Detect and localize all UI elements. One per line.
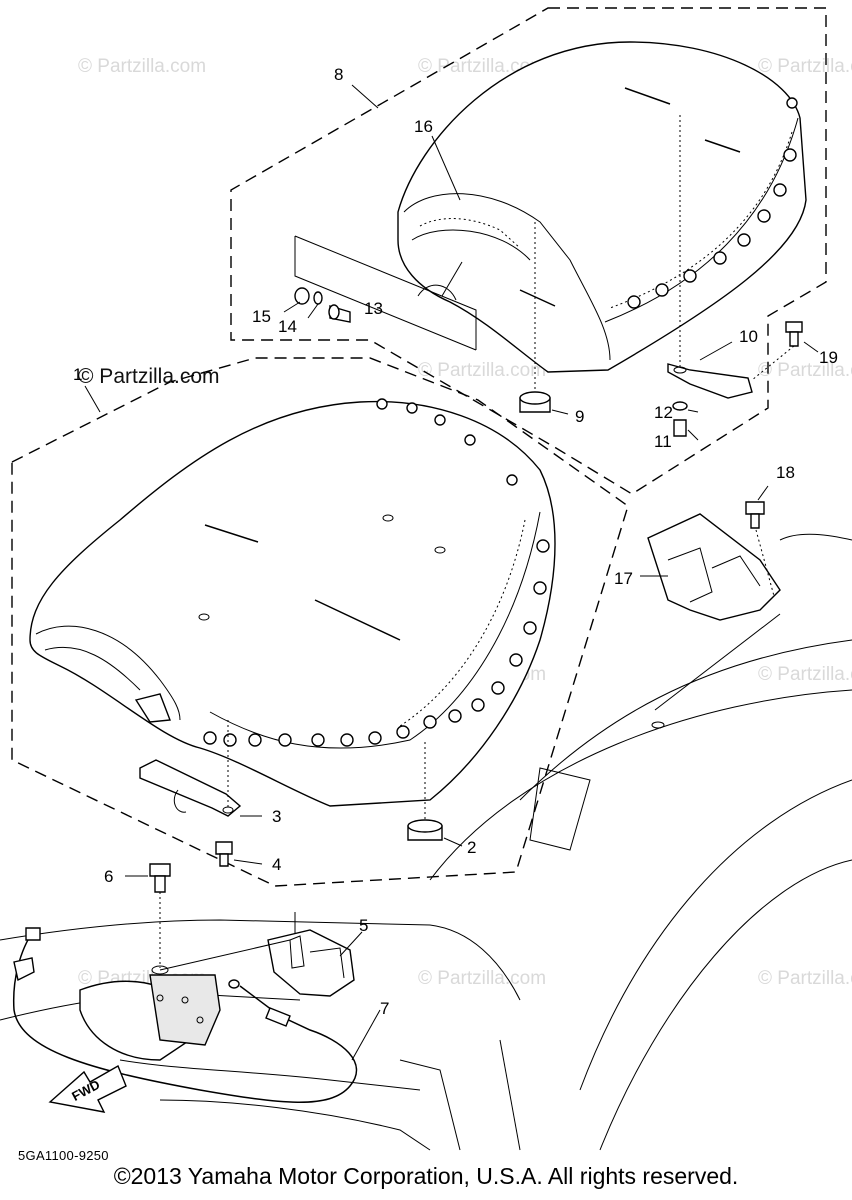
- leader-line: [351, 84, 379, 109]
- callout-10: 10: [739, 327, 758, 346]
- watermark: © Partzilla.com: [758, 664, 852, 685]
- callout-18: 18: [776, 463, 795, 482]
- fwd-arrow-icon: FWD: [48, 1064, 127, 1113]
- frame-outline: [0, 919, 521, 1151]
- bolt-group-13-15: [283, 235, 477, 351]
- callout-5: 5: [359, 916, 368, 935]
- watermark: © Partzilla.com: [758, 56, 852, 77]
- grommet-9: [519, 222, 569, 415]
- cable-7: [12, 927, 381, 1103]
- rear-fender-outline: [429, 533, 852, 1151]
- watermark: © Partzilla.com: [418, 360, 546, 381]
- callout-7: 7: [380, 999, 389, 1018]
- callout-14: 14: [278, 317, 297, 336]
- watermark: © Partzilla.com: [418, 968, 546, 989]
- callout-6: 6: [104, 867, 113, 886]
- switch-5: [159, 912, 363, 997]
- bracket-17-group: [640, 485, 781, 729]
- rear-seat-assembly-outline: [230, 7, 827, 495]
- callout-8: 8: [334, 65, 343, 84]
- callout-12: 12: [654, 403, 673, 422]
- watermark-dark: © Partzilla.com: [78, 365, 220, 388]
- watermark: © Partzilla.com: [418, 56, 546, 77]
- bracket-10-group: [667, 115, 753, 441]
- callout-17: 17: [614, 569, 633, 588]
- watermark: © Partzilla.com: [78, 56, 206, 77]
- watermark: © Partzilla.com: [758, 968, 852, 989]
- callout-19: 19: [819, 348, 838, 367]
- callout-16: 16: [414, 117, 433, 136]
- callout-11: 11: [654, 432, 672, 451]
- callout-15: 15: [252, 307, 271, 326]
- bolt-19: [751, 321, 819, 381]
- drawing-code: 5GA1100-9250: [18, 1148, 109, 1163]
- callout-3: 3: [272, 807, 281, 826]
- callout-labels: 1 2 3 4 5 6 7 8 9 10 11 12 13 14 15 16 1…: [73, 65, 838, 1018]
- front-seat-assembly-outline: [11, 357, 629, 887]
- callout-9: 9: [575, 407, 584, 426]
- callout-4: 4: [272, 855, 281, 874]
- callout-1: 1: [73, 365, 82, 384]
- leader-line: [431, 135, 461, 201]
- front-seat: [29, 398, 556, 807]
- grommet-2: [407, 742, 463, 847]
- bracket-3-group: [139, 720, 263, 867]
- callout-13: 13: [364, 299, 383, 318]
- watermark: © Partzilla.com: [758, 360, 852, 381]
- callout-2: 2: [467, 838, 476, 857]
- leader-line: [441, 261, 463, 297]
- bolt-6: [125, 863, 171, 968]
- rear-seat: [397, 41, 807, 373]
- copyright-notice: ©2013 Yamaha Motor Corporation, U.S.A. A…: [113, 1163, 739, 1189]
- leader-line: [84, 385, 101, 413]
